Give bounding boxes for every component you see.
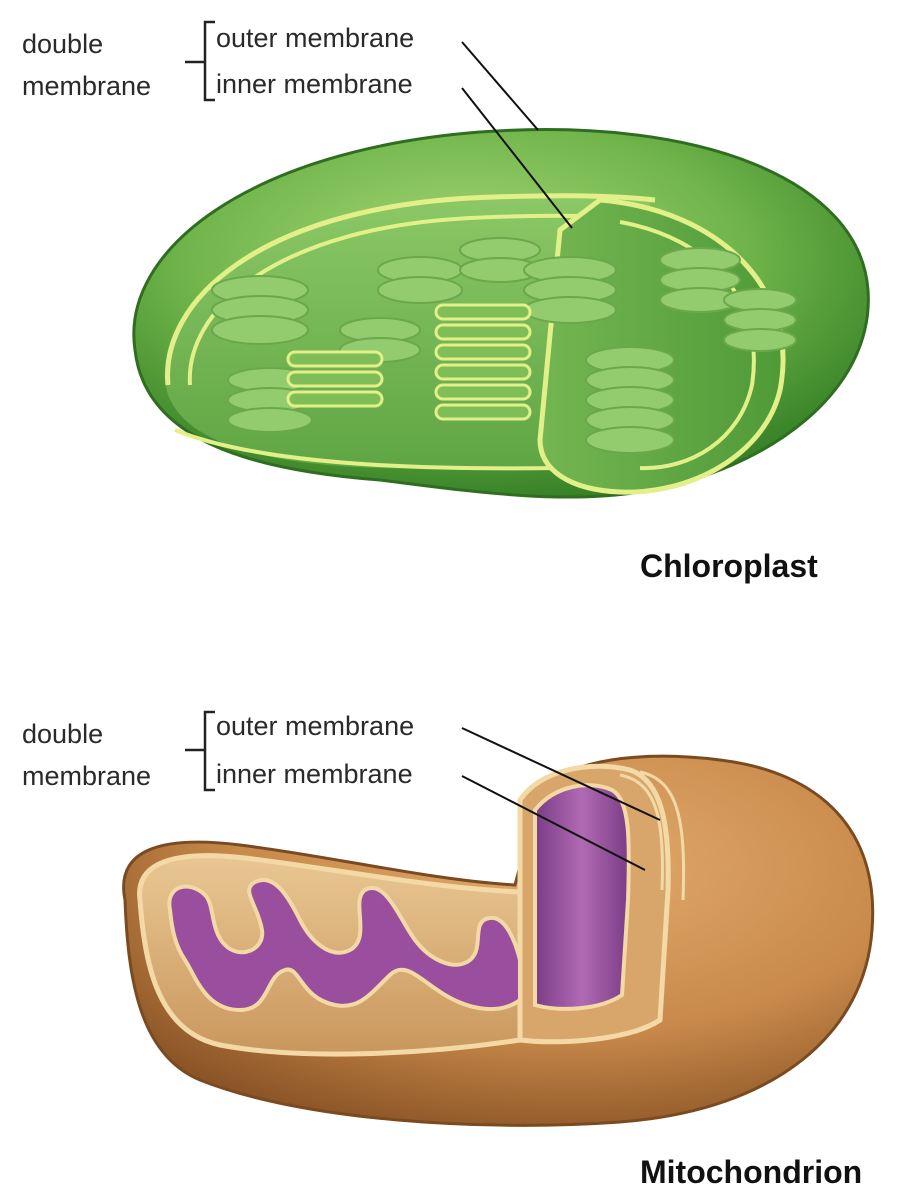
chloroplast-illustration <box>132 20 870 499</box>
chloroplast-title: Chloroplast <box>640 548 818 584</box>
double-membrane-bracket <box>185 20 215 102</box>
outer-membrane-label: outer membrane <box>216 711 415 741</box>
mitochondrion-end-membranes <box>619 773 664 891</box>
chloroplast-outer-membrane-line <box>165 193 656 386</box>
chloroplast-cut-inner <box>619 220 756 471</box>
double-label: double <box>22 29 104 59</box>
mitochondrion-end-cristae <box>533 783 631 1011</box>
inner-membrane-leader <box>461 775 646 871</box>
chloroplast-panel: double membrane outer membrane inner mem… <box>22 20 870 584</box>
mitochondrion-illustration <box>122 710 875 1127</box>
outer-membrane-leader <box>461 727 661 821</box>
chloroplast-bottom-membrane <box>174 428 561 471</box>
mitochondrion-title: Mitochondrion <box>640 1154 863 1190</box>
membrane-label: membrane <box>22 761 152 791</box>
mitochondrion-panel: double membrane outer membrane inner mem… <box>0 600 908 1200</box>
double-label: double <box>22 719 104 749</box>
outer-membrane-leader <box>461 41 539 131</box>
inner-membrane-leader <box>461 87 573 229</box>
cristae <box>167 878 522 1013</box>
membrane-label: membrane <box>22 71 152 101</box>
inner-membrane-label: inner membrane <box>216 759 413 789</box>
cut-grana <box>286 303 532 421</box>
double-membrane-bracket <box>185 710 215 792</box>
grana-stacks <box>211 237 797 454</box>
inner-membrane-label: inner membrane <box>216 69 413 99</box>
outer-membrane-label: outer membrane <box>216 23 415 53</box>
